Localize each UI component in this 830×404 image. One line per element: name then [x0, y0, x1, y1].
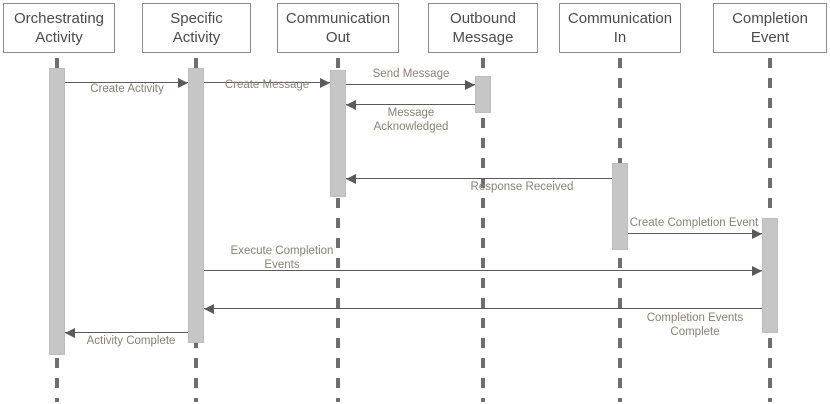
message-line-activity-complete[interactable]: [65, 332, 188, 333]
lifeline-header-label: Outbound Message: [450, 10, 516, 46]
message-label-activity-complete: Activity Complete: [86, 335, 176, 347]
arrowhead-icon-create-activity: [178, 78, 188, 88]
activation-completion-event[interactable]: [762, 218, 778, 333]
lifeline-header-communication-in[interactable]: Communication In: [559, 3, 681, 53]
message-label-create-completion-event: Create Completion Event: [629, 217, 759, 229]
message-line-send-message[interactable]: [346, 84, 475, 85]
lifeline-dash-outbound-message: [481, 58, 485, 402]
message-line-create-activity[interactable]: [65, 82, 188, 83]
arrowhead-icon-create-message: [320, 78, 330, 88]
arrowhead-icon-response-received: [346, 174, 356, 184]
arrowhead-icon-completion-events-complete: [204, 304, 214, 314]
lifeline-header-label: Communication Out: [285, 10, 391, 46]
message-label-create-activity: Create Activity: [90, 83, 164, 95]
message-line-execute-completion-events[interactable]: [204, 270, 762, 271]
activation-orchestrating-activity[interactable]: [49, 68, 65, 355]
lifeline-header-communication-out[interactable]: Communication Out: [277, 3, 399, 53]
message-line-create-completion-event[interactable]: [628, 233, 762, 234]
lifeline-header-completion-event[interactable]: Completion Event: [713, 3, 827, 53]
message-line-create-message[interactable]: [204, 82, 330, 83]
lifeline-header-label: Communication In: [567, 10, 673, 46]
message-label-send-message: Send Message: [372, 68, 450, 80]
message-label-create-message: Create Message: [224, 79, 310, 91]
message-label-execute-completion-events: Execute Completion Events: [230, 245, 334, 271]
lifeline-header-label: Orchestrating Activity: [13, 10, 105, 46]
message-line-completion-events-complete[interactable]: [204, 308, 762, 309]
activation-communication-out[interactable]: [330, 70, 346, 197]
message-line-message-acknowledged[interactable]: [346, 104, 475, 105]
lifeline-header-orchestrating-activity[interactable]: Orchestrating Activity: [3, 3, 115, 53]
lifeline-header-label: Specific Activity: [170, 10, 223, 46]
activation-specific-activity[interactable]: [188, 68, 204, 343]
arrowhead-icon-execute-completion-events: [752, 266, 762, 276]
lifeline-header-label: Completion Event: [732, 10, 808, 46]
arrowhead-icon-activity-complete: [65, 328, 75, 338]
message-line-response-received[interactable]: [346, 178, 612, 179]
lifeline-header-specific-activity[interactable]: Specific Activity: [142, 3, 251, 53]
message-label-completion-events-complete: Completion Events Complete: [646, 312, 744, 338]
message-label-message-acknowledged: Message Acknowledged: [373, 107, 449, 133]
lifeline-dash-communication-out: [336, 58, 340, 402]
arrowhead-icon-message-acknowledged: [346, 100, 356, 110]
lifeline-header-outbound-message[interactable]: Outbound Message: [428, 3, 538, 53]
arrowhead-icon-send-message: [465, 80, 475, 90]
activation-outbound-message[interactable]: [475, 76, 491, 113]
message-label-response-received: Response Received: [470, 181, 574, 193]
activation-communication-in[interactable]: [612, 163, 628, 250]
arrowhead-icon-create-completion-event: [752, 229, 762, 239]
